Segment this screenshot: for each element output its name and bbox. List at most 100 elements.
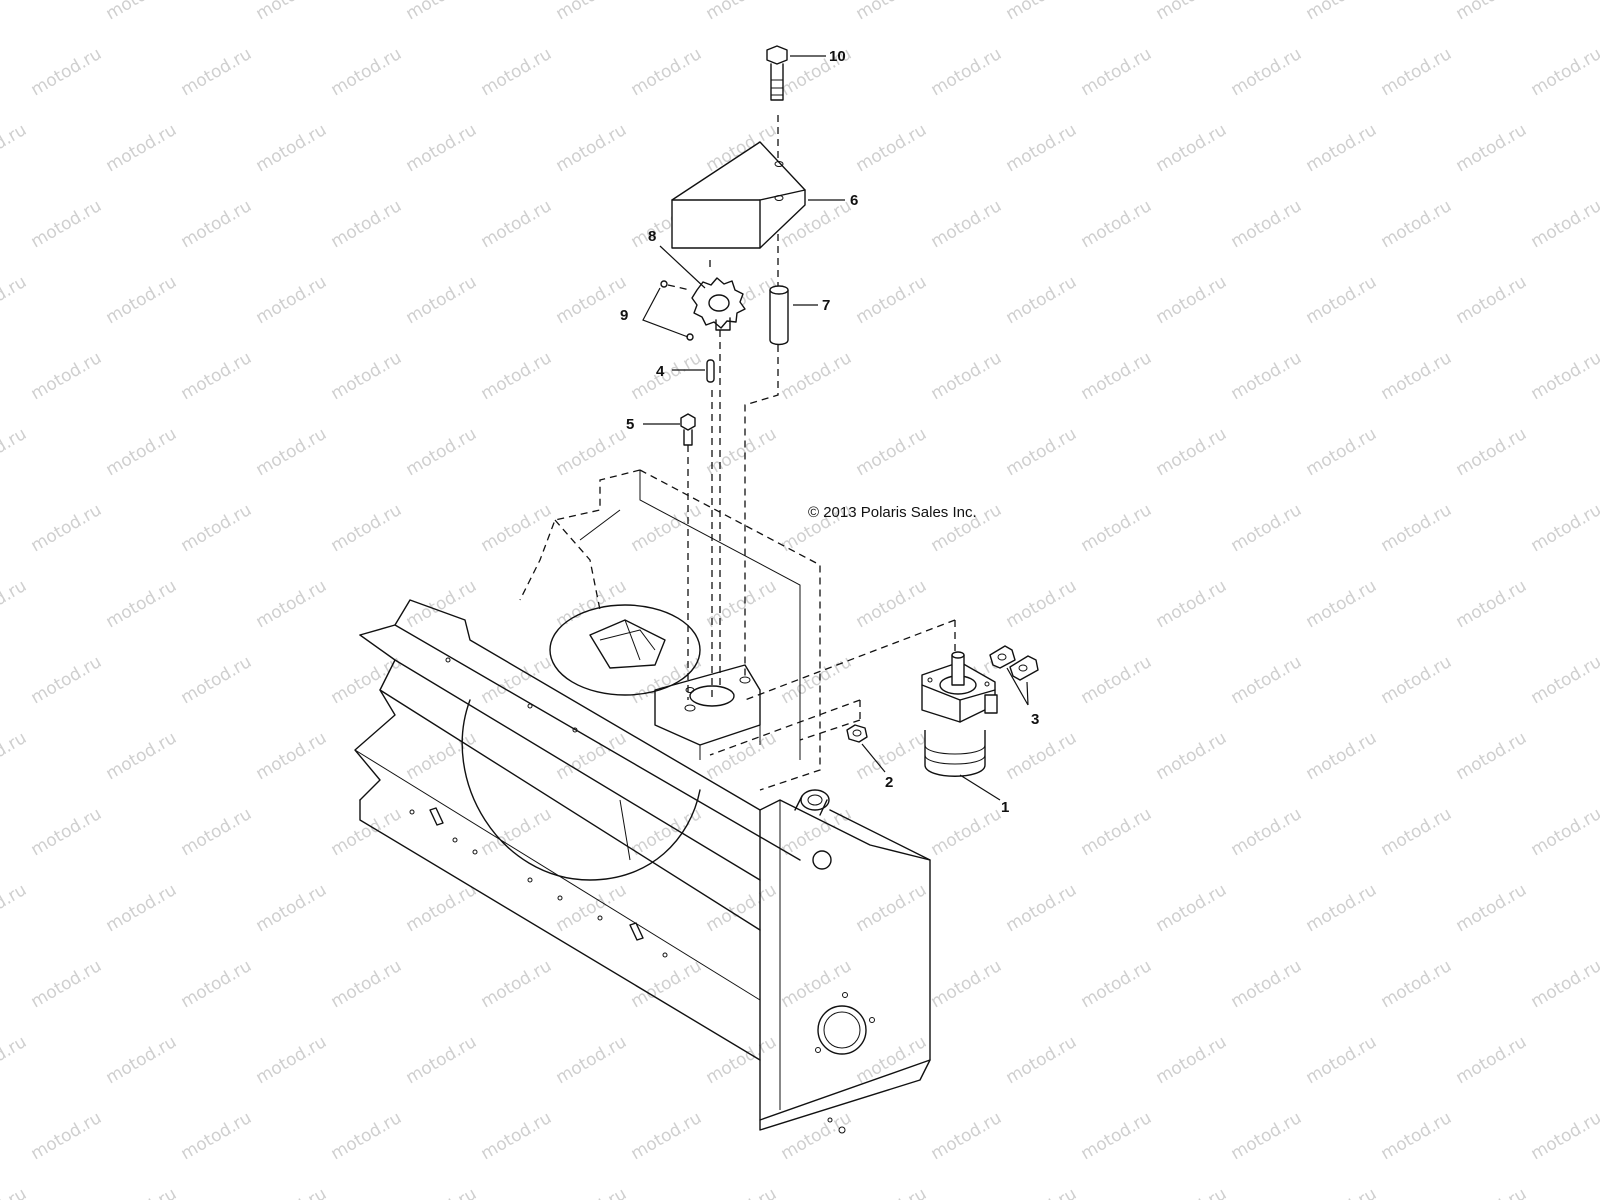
watermark-text: motod.ru <box>178 196 256 252</box>
watermark-text: motod.ru <box>1528 44 1600 100</box>
watermark-text: motod.ru <box>0 728 30 784</box>
copyright-notice: © 2013 Polaris Sales Inc. <box>808 504 977 521</box>
watermark-text: motod.ru <box>553 1184 631 1200</box>
watermark-text: motod.ru <box>178 44 256 100</box>
watermark-text: motod.ru <box>1003 576 1081 632</box>
watermark-text: motod.ru <box>1078 348 1156 404</box>
watermark-text: motod.ru <box>1078 956 1156 1012</box>
watermark-text: motod.ru <box>1453 424 1531 480</box>
callout-8: 8 <box>648 228 656 245</box>
watermark-text: motod.ru <box>103 272 181 328</box>
watermark-text: motod.ru <box>1153 272 1231 328</box>
callout-7: 7 <box>822 297 830 314</box>
watermark-text: motod.ru <box>103 424 181 480</box>
watermark-text: motod.ru <box>1078 44 1156 100</box>
leader-lines <box>642 55 1029 801</box>
watermark-text: motod.ru <box>853 120 931 176</box>
watermark-text: motod.ru <box>478 44 556 100</box>
watermark-text: motod.ru <box>28 652 106 708</box>
callout-1: 1 <box>1001 799 1009 816</box>
watermark-text: motod.ru <box>253 424 331 480</box>
watermark-text: motod.ru <box>1228 652 1306 708</box>
watermark-text: motod.ru <box>1303 120 1381 176</box>
watermark-text: motod.ru <box>1303 728 1381 784</box>
watermark-text: motod.ru <box>28 44 106 100</box>
watermark-text: motod.ru <box>1153 120 1231 176</box>
watermark-text: motod.ru <box>1378 500 1456 556</box>
watermark-text: motod.ru <box>1078 652 1156 708</box>
watermark-text: motod.ru <box>628 44 706 100</box>
callout-2: 2 <box>885 774 893 791</box>
watermark-text: motod.ru <box>253 1032 331 1088</box>
watermark-text: motod.ru <box>853 1184 931 1200</box>
watermark-text: motod.ru <box>703 0 781 24</box>
watermark-text: motod.ru <box>1003 1184 1081 1200</box>
watermark-text: motod.ru <box>328 500 406 556</box>
watermark-text: motod.ru <box>928 44 1006 100</box>
watermark-text: motod.ru <box>1453 880 1531 936</box>
watermark-text: motod.ru <box>1453 272 1531 328</box>
watermark-text: motod.ru <box>253 880 331 936</box>
watermark-text: motod.ru <box>1153 424 1231 480</box>
watermark-text: motod.ru <box>553 728 631 784</box>
watermark-text: motod.ru <box>1153 728 1231 784</box>
watermark-text: motod.ru <box>1378 652 1456 708</box>
watermark-text: motod.ru <box>1078 500 1156 556</box>
watermark-text: motod.ru <box>703 880 781 936</box>
watermark-text: motod.ru <box>628 652 706 708</box>
watermark-text: motod.ru <box>1303 1184 1381 1200</box>
watermark-text: motod.ru <box>28 348 106 404</box>
callout-10: 10 <box>829 48 846 65</box>
watermark-text: motod.ru <box>1228 196 1306 252</box>
watermark-text: motod.ru <box>103 1032 181 1088</box>
watermark-text: motod.ru <box>853 576 931 632</box>
watermark-text: motod.ru <box>1153 576 1231 632</box>
watermark-text: motod.ru <box>28 196 106 252</box>
watermark-text: motod.ru <box>478 348 556 404</box>
watermark-text: motod.ru <box>328 196 406 252</box>
watermark-text: motod.ru <box>0 1184 30 1200</box>
watermark-text: motod.ru <box>928 348 1006 404</box>
watermark-text: motod.ru <box>0 880 30 936</box>
watermark-text: motod.ru <box>103 576 181 632</box>
watermark-text: motod.ru <box>403 576 481 632</box>
watermark-text: motod.ru <box>1528 804 1600 860</box>
watermark-text: motod.ru <box>253 0 331 24</box>
watermark-text: motod.ru <box>1228 44 1306 100</box>
watermark-text: motod.ru <box>703 424 781 480</box>
watermark-text: motod.ru <box>1003 0 1081 24</box>
watermark-text: motod.ru <box>703 728 781 784</box>
watermark-text: motod.ru <box>328 956 406 1012</box>
watermark-text: motod.ru <box>478 1108 556 1164</box>
watermark-text: motod.ru <box>253 1184 331 1200</box>
watermark-text: motod.ru <box>0 576 30 632</box>
watermark-text: motod.ru <box>1228 500 1306 556</box>
watermark-text: motod.ru <box>1153 880 1231 936</box>
watermark-text: motod.ru <box>103 1184 181 1200</box>
watermark-text: motod.ru <box>28 1108 106 1164</box>
watermark-text: motod.ru <box>253 728 331 784</box>
watermark-text: motod.ru <box>328 652 406 708</box>
watermark-text: motod.ru <box>0 272 30 328</box>
watermark-text: motod.ru <box>403 272 481 328</box>
watermark-text: motod.ru <box>1078 1108 1156 1164</box>
watermark-text: motod.ru <box>553 272 631 328</box>
watermark-text: motod.ru <box>103 0 181 24</box>
watermark-text: motod.ru <box>1453 120 1531 176</box>
part-5-screw <box>680 413 696 446</box>
watermark-text: motod.ru <box>0 424 30 480</box>
watermark-text: motod.ru <box>478 196 556 252</box>
watermark-text: motod.ru <box>853 272 931 328</box>
callout-4: 4 <box>656 363 665 380</box>
watermark-text: motod.ru <box>703 1184 781 1200</box>
part-10-bolt <box>766 45 788 101</box>
watermark-text: motod.ru <box>1003 272 1081 328</box>
watermark-text: motod.ru <box>178 804 256 860</box>
watermark-text: motod.ru <box>778 652 856 708</box>
watermark-text: motod.ru <box>1003 728 1081 784</box>
watermark-text: motod.ru <box>1228 348 1306 404</box>
watermark-text: motod.ru <box>553 880 631 936</box>
watermark-text: motod.ru <box>178 348 256 404</box>
watermark-text: motod.ru <box>1153 1184 1231 1200</box>
